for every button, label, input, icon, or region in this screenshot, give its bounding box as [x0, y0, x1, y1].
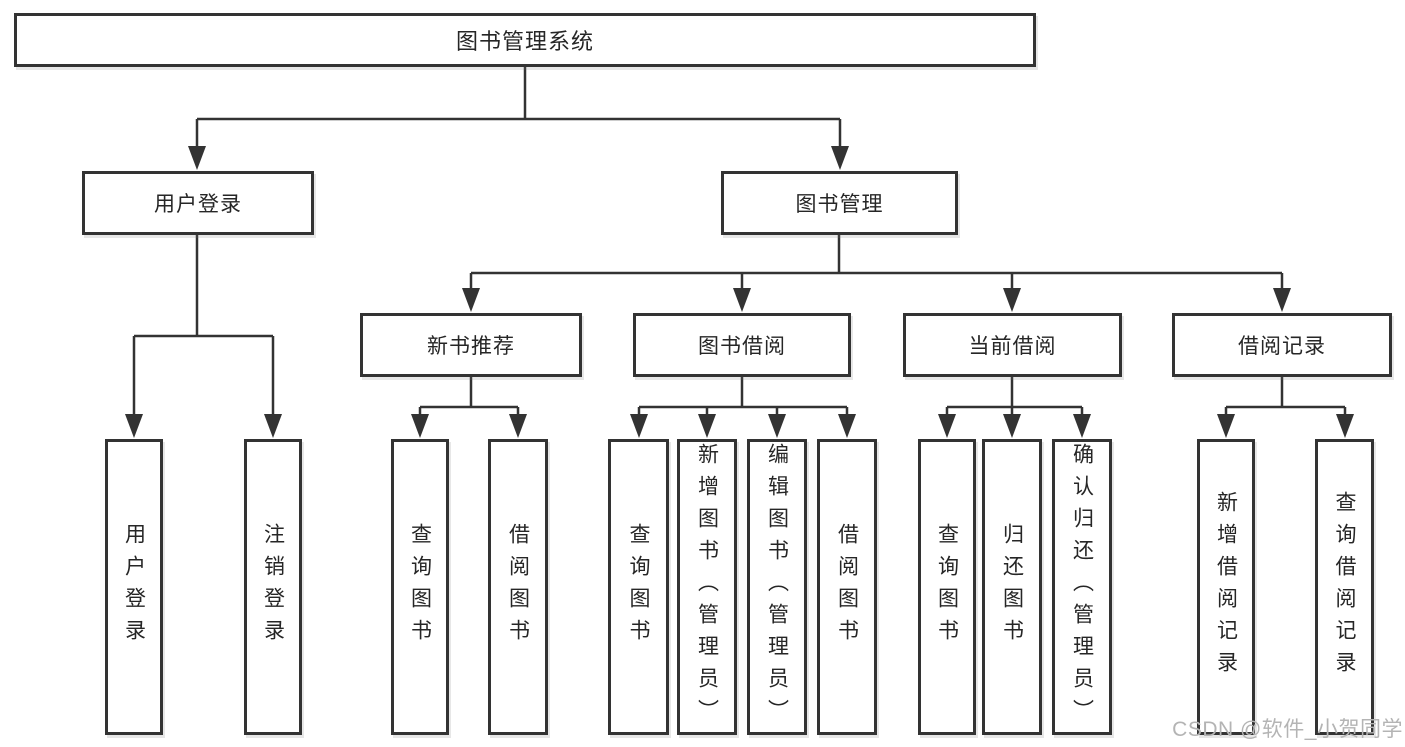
leaf-confirm-return-admin: 确认归还（管理员） — [1052, 439, 1112, 735]
leaf-return-books: 归还图书 — [982, 439, 1042, 735]
node-book-management: 图书管理 — [721, 171, 958, 235]
node-new-book-recommend: 新书推荐 — [360, 313, 582, 377]
node-borrow-records: 借阅记录 — [1172, 313, 1392, 377]
node-user-login: 用户登录 — [82, 171, 314, 235]
node-root: 图书管理系统 — [14, 13, 1036, 67]
leaf-logout: 注销登录 — [244, 439, 302, 735]
leaf-user-login: 用户登录 — [105, 439, 163, 735]
node-book-borrowing: 图书借阅 — [633, 313, 851, 377]
leaf-edit-books-admin: 编辑图书（管理员） — [747, 439, 807, 735]
leaf-add-borrow-record: 新增借阅记录 — [1197, 439, 1255, 735]
node-current-borrowing: 当前借阅 — [903, 313, 1122, 377]
leaf-borrow-books-recommend: 借阅图书 — [488, 439, 548, 735]
leaf-query-borrow-record: 查询借阅记录 — [1315, 439, 1374, 735]
leaf-query-books-current: 查询图书 — [918, 439, 976, 735]
leaf-query-books-borrowing: 查询图书 — [608, 439, 669, 735]
csdn-watermark: CSDN @软件_小贺同学 — [1172, 718, 1403, 741]
leaf-borrow-books-borrowing: 借阅图书 — [817, 439, 877, 735]
leaf-add-books-admin: 新增图书（管理员） — [677, 439, 737, 735]
arrowhead-icons — [125, 146, 1354, 438]
leaf-query-books-recommend: 查询图书 — [391, 439, 449, 735]
